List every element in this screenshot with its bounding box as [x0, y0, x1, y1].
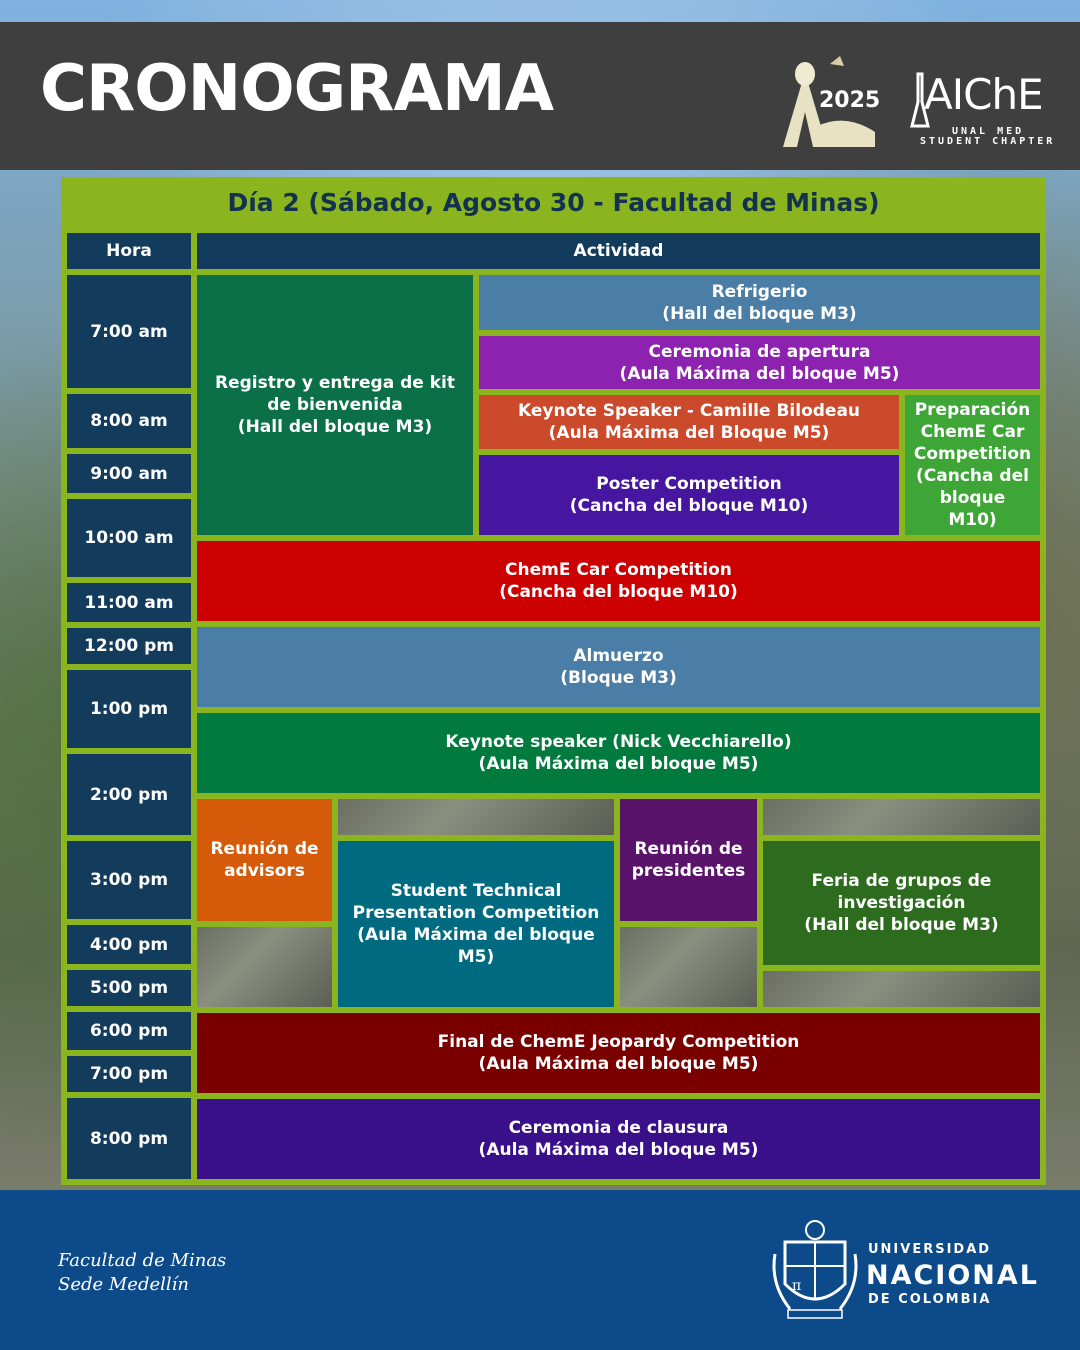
- mountain-figure-icon: [783, 56, 875, 147]
- university-crest-icon: π: [772, 1220, 858, 1319]
- empty-slot: [763, 799, 1040, 835]
- event-2025-logo: 2025: [775, 52, 885, 152]
- activity-refrigerio: Refrigerio(Hall del bloque M3): [479, 275, 1040, 330]
- activity-chemecar-competition: ChemE Car Competition(Cancha del bloque …: [197, 541, 1040, 621]
- empty-slot: [620, 927, 757, 1007]
- activity-chemejeopardy-final: Final de ChemE Jeopardy Competition(Aula…: [197, 1013, 1040, 1093]
- activity-keynote-bilodeau: Keynote Speaker - Camille Bilodeau(Aula …: [479, 395, 899, 449]
- faculty-name: Facultad de Minas: [58, 1250, 227, 1271]
- activity-almuerzo: Almuerzo(Bloque M3): [197, 627, 1040, 707]
- empty-slot: [338, 799, 614, 835]
- day-title: Día 2 (Sábado, Agosto 30 - Facultad de M…: [227, 187, 880, 217]
- header-bar: CRONOGRAMA 2025 AIChE UNAL MED STUDENT C…: [0, 22, 1080, 170]
- hour-cell: 6:00 pm: [67, 1012, 191, 1050]
- activity-student-technical-presentation: Student Technical Presentation Competiti…: [338, 841, 614, 1007]
- year-text: 2025: [819, 88, 881, 113]
- hour-cell: 12:00 pm: [67, 628, 191, 664]
- activity-ceremonia-apertura: Ceremonia de apertura(Aula Máxima del bl…: [479, 336, 1040, 389]
- hour-cell: 11:00 am: [67, 583, 191, 622]
- footer-bar: Facultad de Minas Sede Medellín π UNIVER…: [0, 1190, 1080, 1350]
- hour-cell: 10:00 am: [67, 499, 191, 577]
- activity-preparacion-chemecar: Preparación ChemE Car Competition(Cancha…: [905, 395, 1040, 535]
- university-line2: NACIONAL: [866, 1260, 1040, 1291]
- aiche-sub2: STUDENT CHAPTER: [920, 136, 1056, 147]
- empty-slot: [763, 971, 1040, 1007]
- hour-cell: 8:00 am: [67, 394, 191, 448]
- page-title: CRONOGRAMA: [40, 52, 554, 126]
- activity-reunion-advisors: Reunión de advisors: [197, 799, 332, 921]
- university-line1: UNIVERSIDAD: [868, 1242, 992, 1257]
- activity-registro: Registro y entrega de kit de bienvenida(…: [197, 275, 473, 535]
- activity-ceremonia-clausura: Ceremonia de clausura(Aula Máxima del bl…: [197, 1099, 1040, 1179]
- aiche-sub1: UNAL MED: [952, 126, 1025, 137]
- empty-slot: [197, 927, 332, 1007]
- activity-feria-grupos: Feria de grupos de investigación(Hall de…: [763, 841, 1040, 965]
- schedule-table: Día 2 (Sábado, Agosto 30 - Facultad de M…: [61, 177, 1046, 1185]
- hour-cell: 7:00 am: [67, 275, 191, 388]
- hour-cell: 7:00 pm: [67, 1056, 191, 1092]
- svg-text:π: π: [792, 1278, 801, 1294]
- activity-reunion-presidentes: Reunión de presidentes: [620, 799, 757, 921]
- hour-cell: 3:00 pm: [67, 841, 191, 919]
- activity-keynote-vecchiarello: Keynote speaker (Nick Vecchiarello)(Aula…: [197, 713, 1040, 793]
- aiche-logo: AIChE UNAL MED STUDENT CHAPTER: [910, 60, 1060, 150]
- hour-cell: 4:00 pm: [67, 925, 191, 964]
- flask-icon: [910, 72, 930, 128]
- aiche-word: AIChE: [924, 70, 1044, 119]
- hour-cell: 5:00 pm: [67, 970, 191, 1006]
- hour-cell: 9:00 am: [67, 454, 191, 493]
- column-header-actividad: Actividad: [197, 233, 1040, 269]
- activity-poster-competition: Poster Competition(Cancha del bloque M10…: [479, 455, 899, 535]
- university-line3: DE COLOMBIA: [868, 1292, 992, 1307]
- hour-cell: 8:00 pm: [67, 1098, 191, 1179]
- hour-cell: 2:00 pm: [67, 754, 191, 835]
- hour-cell: 1:00 pm: [67, 670, 191, 748]
- campus-name: Sede Medellín: [58, 1274, 190, 1295]
- column-header-hora: Hora: [67, 233, 191, 269]
